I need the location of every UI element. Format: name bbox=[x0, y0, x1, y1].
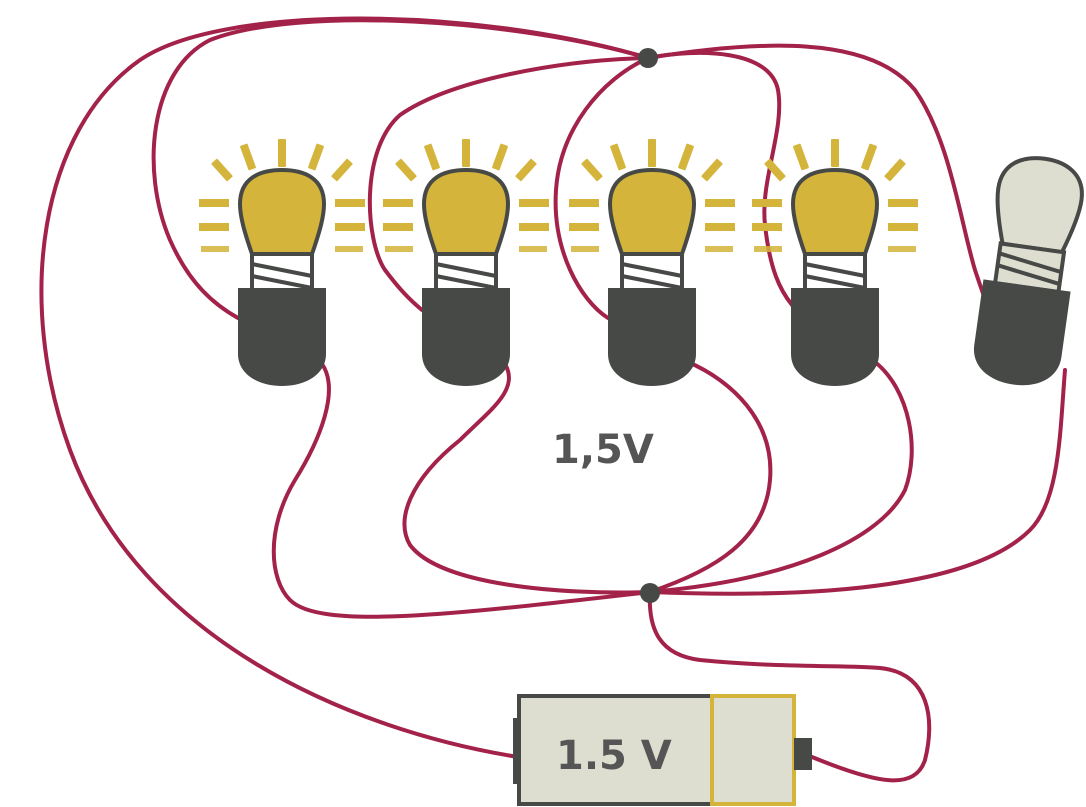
wire-top-node-to-bulb-4 bbox=[646, 50, 794, 307]
wire-top-node-to-bulb-3 bbox=[553, 56, 650, 320]
junction-bottom bbox=[640, 583, 660, 603]
wire-top-node-to-bulb-1 bbox=[151, 18, 650, 320]
voltage-label: 1,5V bbox=[552, 427, 654, 473]
bulb-3-lit bbox=[567, 137, 737, 388]
bulb-4-lit bbox=[750, 137, 920, 388]
bulb-2-lit bbox=[381, 137, 551, 388]
battery: 1.5 V bbox=[513, 694, 812, 806]
bulbs bbox=[197, 137, 1084, 388]
wire-bulb-2-to-bottom-node bbox=[402, 362, 652, 595]
wire-bulb-4-to-bottom-node bbox=[648, 360, 914, 594]
wire-bulb-5-to-bottom-node bbox=[648, 368, 1067, 596]
wires bbox=[39, 16, 1067, 783]
wire-bulb-3-to-bottom-node bbox=[648, 360, 773, 594]
wire-top-node-to-bulb-5 bbox=[646, 43, 1000, 324]
bulb-1-lit bbox=[197, 137, 367, 388]
battery-cap bbox=[710, 694, 796, 806]
battery-positive-terminal bbox=[794, 738, 812, 770]
junction-top bbox=[638, 48, 658, 68]
wire-top-node-to-battery bbox=[39, 16, 650, 759]
battery-label: 1.5 V bbox=[556, 733, 672, 779]
wire-bulb-1-to-bottom-node bbox=[271, 362, 652, 619]
wire-bottom-node-to-battery bbox=[647, 590, 932, 783]
bulb-5-unlit bbox=[974, 156, 1084, 386]
wire-top-node-to-bulb-2 bbox=[367, 56, 650, 312]
